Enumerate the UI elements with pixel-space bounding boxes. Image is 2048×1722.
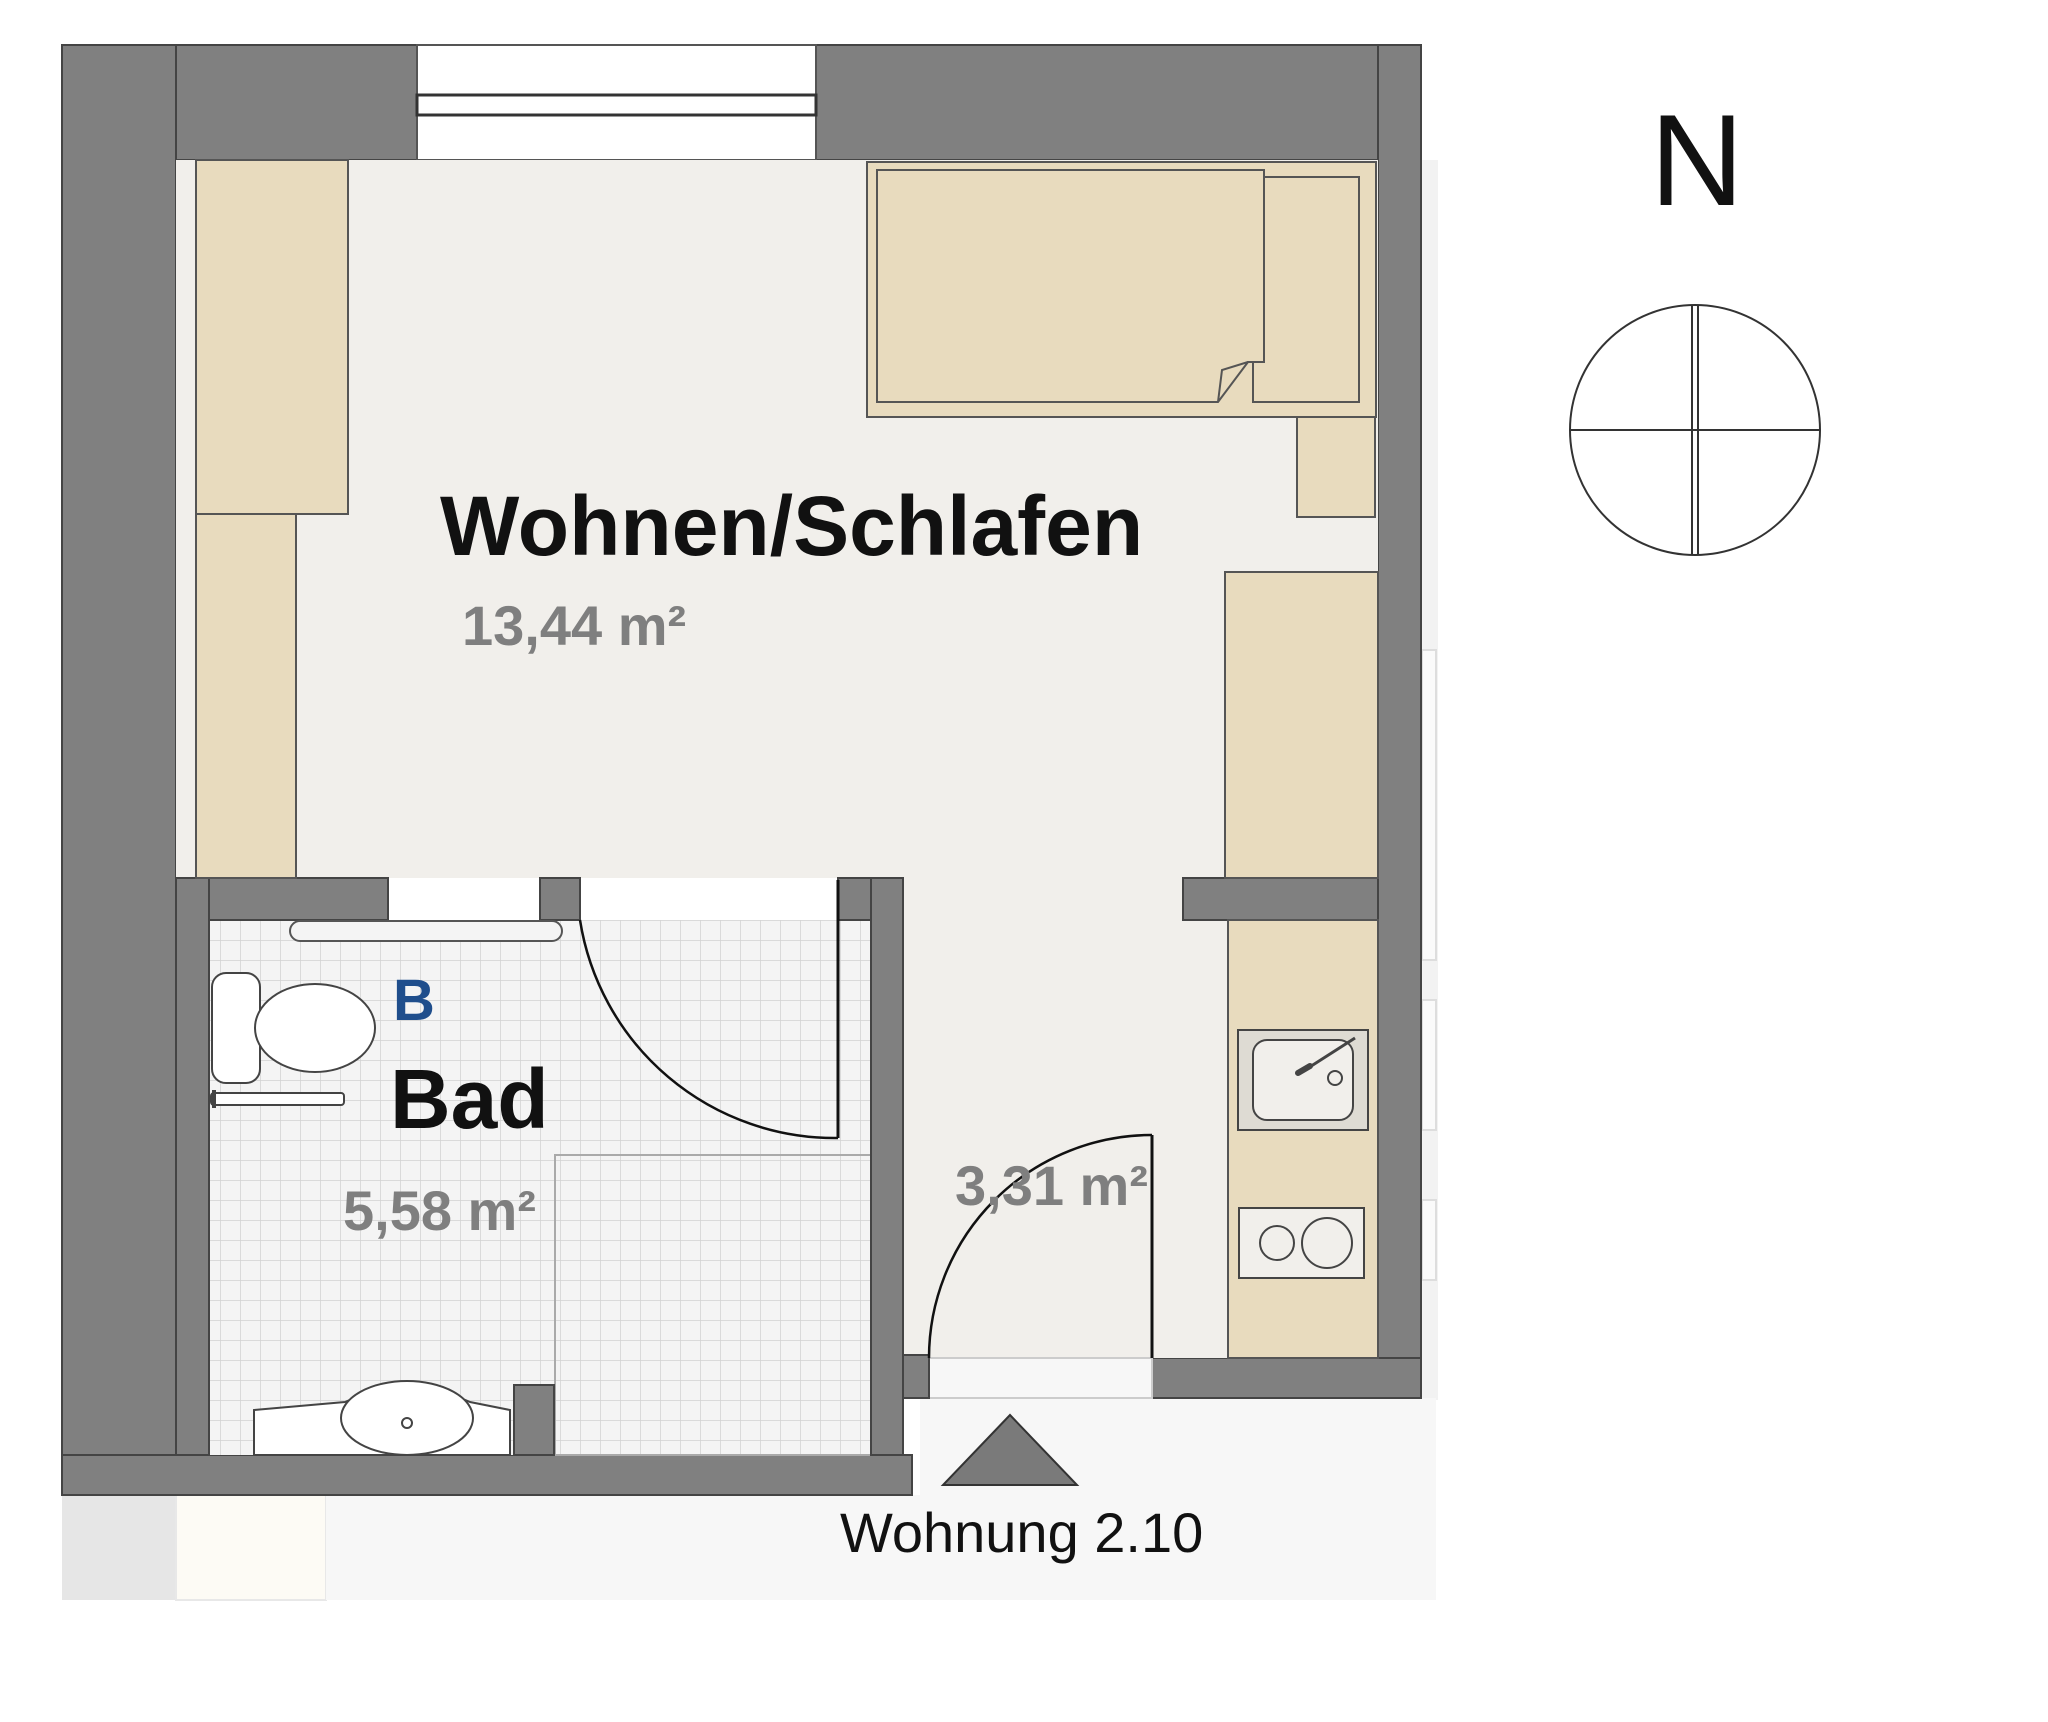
unit-label: Wohnung 2.10 (840, 1501, 1203, 1564)
room-area-flur: 3,31 m² (955, 1154, 1148, 1217)
room-area-wohnen-schlafen: 13,44 m² (462, 594, 686, 657)
compass-north-label: N (1650, 87, 1744, 233)
toilet (210, 972, 376, 1108)
bed-blanket (876, 169, 1265, 403)
nightstand (1296, 416, 1376, 518)
outer-walls (61, 44, 1422, 1496)
shelf (195, 513, 297, 879)
bathroom-door[interactable] (578, 880, 840, 1140)
bathroom-marker: B (393, 968, 435, 1033)
room-area-bad: 5,58 m² (343, 1179, 536, 1242)
bed-pillow (1252, 176, 1360, 403)
furniture (195, 159, 1379, 1359)
window (415, 44, 818, 161)
grab-bar (289, 920, 563, 942)
compass-icon (1569, 304, 1821, 556)
room-name-wohnen-schlafen: Wohnen/Schlafen (440, 479, 1143, 573)
wardrobe (195, 159, 349, 515)
kitchen-sink (1237, 1029, 1369, 1131)
desk (1224, 571, 1379, 879)
entrance-arrow-icon (940, 1413, 1080, 1486)
washbasin (253, 1380, 511, 1456)
room-name-bad: Bad (390, 1052, 549, 1146)
interior-walls (175, 877, 1379, 1456)
entrance-door[interactable] (927, 1133, 1154, 1359)
hob (1238, 1207, 1365, 1279)
kitchen-counter (1227, 919, 1379, 1359)
